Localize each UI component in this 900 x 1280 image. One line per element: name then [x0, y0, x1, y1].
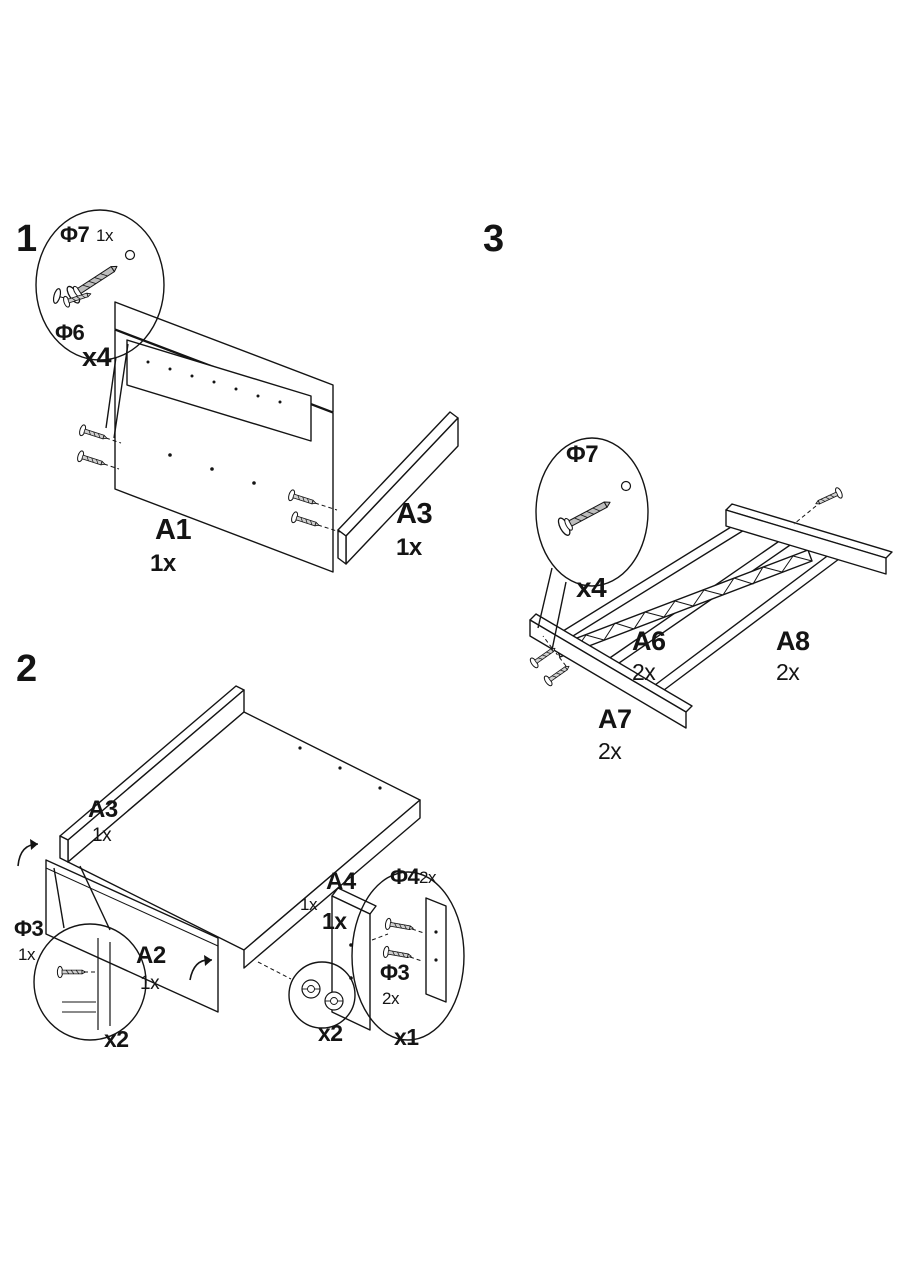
screw-phi7-icon: [555, 493, 616, 538]
screw-phi4-icon: [383, 917, 415, 935]
step-2-number: 2: [16, 648, 37, 690]
step3-phi7-label: Φ7: [566, 441, 599, 468]
step2-phi4-qty: 2x: [419, 868, 436, 887]
part-qty-a8: 2x: [776, 659, 800, 685]
part-qty-a1: 1x: [150, 550, 176, 577]
panel-a4-detail: [425, 897, 447, 1003]
part-bold-qty-a4: 1x: [322, 908, 347, 934]
step1-phi7-qty: 1x: [96, 226, 113, 245]
screw-icon: [542, 660, 573, 688]
part-qty-a2: 1x: [140, 973, 160, 994]
front-rail-drawing: [126, 339, 312, 442]
step2-cam-callout-circle: [288, 961, 356, 1029]
step2-phi3-left-qty: 1x: [18, 945, 35, 964]
step3-multiplier: x4: [576, 572, 607, 603]
cam-lock-icon: [324, 991, 344, 1011]
step3-art: [528, 437, 893, 729]
step1-phi7-label: Φ7: [60, 222, 90, 247]
part-label-a7: A7: [598, 704, 632, 734]
step1-phi6-label: Φ6: [55, 320, 85, 345]
step-1-number: 1: [16, 218, 37, 260]
part-label-a1: A1: [155, 514, 192, 546]
step2-left-callout-circle: [33, 923, 147, 1041]
panel-a2-drawing: [45, 859, 219, 1013]
step2-phi3-right-qty: 2x: [382, 989, 399, 1008]
part-qty-a3: 1x: [396, 534, 422, 561]
step-3-number: 3: [483, 218, 504, 260]
part-qty-a6: 2x: [632, 659, 656, 685]
screw-icon: [812, 486, 845, 510]
part-qty-a7: 2x: [598, 738, 622, 764]
top-rail-drawing: [114, 301, 334, 413]
part-label-a3: A3: [396, 498, 433, 530]
step1-multiplier: x4: [82, 342, 112, 372]
part-label-a3-step2: A3: [88, 796, 118, 823]
hole-plug-icon: [124, 249, 136, 261]
rail-a7-front-face: [529, 619, 687, 729]
screw-icon: [75, 449, 108, 471]
step2-left-multiplier: x2: [104, 1026, 129, 1052]
screw-phi3-icon: [56, 965, 87, 979]
part-label-a6: A6: [632, 626, 666, 656]
step2-panel-multiplier: x1: [394, 1024, 419, 1050]
step2-art: [17, 685, 465, 1041]
step2-phi4-label: Φ4: [390, 864, 420, 889]
part-qty-a4: 1x: [300, 895, 317, 914]
step3-hardware-callout-circle: [535, 437, 649, 587]
step2-phi3-left-label: Φ3: [14, 916, 44, 941]
rail-a8-front-face: [725, 509, 887, 575]
step2-cam-multiplier: x2: [318, 1020, 343, 1046]
hole-plug-icon: [620, 480, 632, 492]
front-rail-drawing: [243, 799, 421, 969]
screw-icon: [77, 423, 110, 445]
part-label-a4: A4: [326, 868, 356, 895]
part-label-a2: A2: [136, 942, 166, 969]
part-label-a8: A8: [776, 626, 810, 656]
cam-lock-icon: [301, 979, 321, 999]
step1-hardware-callout-circle: [35, 209, 165, 361]
rotate-arrow-icon: [17, 843, 39, 867]
part-qty-a3-step2: 1x: [92, 825, 112, 846]
step2-phi3-right-label: Φ3: [380, 960, 410, 985]
step2-right-callout-circle: [351, 871, 465, 1041]
step1-art: [35, 209, 459, 573]
